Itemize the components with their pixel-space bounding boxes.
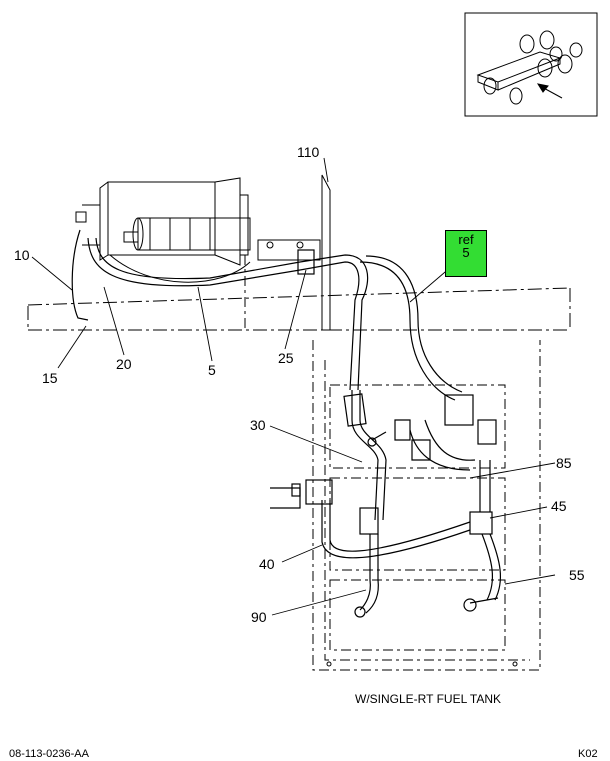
- callout-85: 85: [556, 455, 572, 471]
- ref-number: 5: [462, 245, 470, 260]
- leader-lines: [31, 157, 556, 616]
- mounting-bracket: [257, 174, 331, 331]
- callout-25: 25: [278, 350, 294, 366]
- reference-callout-box: ref 5: [445, 230, 487, 277]
- cable-harness-upper: [71, 229, 463, 401]
- starter-motor: [75, 177, 251, 283]
- callout-40: 40: [259, 556, 275, 572]
- callout-5: 5: [208, 362, 216, 378]
- callout-10: 10: [14, 247, 30, 263]
- page-code: K02: [578, 748, 598, 760]
- ref-label: ref: [458, 232, 474, 247]
- drawing-number: 08-113-0236-AA: [9, 748, 89, 760]
- callout-45: 45: [551, 498, 567, 514]
- locator-inset: [464, 12, 598, 117]
- diagram-caption: W/SINGLE-RT FUEL TANK: [355, 692, 502, 706]
- callout-15: 15: [42, 370, 58, 386]
- frame-rail: [27, 287, 571, 331]
- callout-20: 20: [116, 356, 132, 372]
- callout-55: 55: [569, 567, 585, 583]
- battery-box-outline: [244, 255, 541, 671]
- battery-cables: [270, 390, 501, 618]
- callout-90: 90: [251, 609, 267, 625]
- callout-110: 110: [297, 144, 320, 160]
- callout-30: 30: [250, 417, 266, 433]
